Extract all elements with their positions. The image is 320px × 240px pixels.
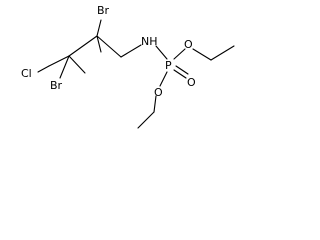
bond-p-o-right xyxy=(173,48,186,60)
atom-p: P xyxy=(165,59,172,72)
bond-ch2-c3 xyxy=(48,55,70,67)
bond-ch2-n xyxy=(120,44,142,58)
atom-cl: Cl xyxy=(21,67,32,80)
atom-o-double: O xyxy=(187,76,196,89)
atom-br-top: Br xyxy=(97,4,110,17)
bond-p-o-double-b xyxy=(175,65,189,75)
atom-nh: NH xyxy=(141,35,158,48)
bond-c3-methyl xyxy=(68,55,86,74)
bond-c3-br xyxy=(59,55,70,79)
bond-c2-ch2n xyxy=(96,35,122,58)
bond-c2-br xyxy=(96,19,102,37)
bond-p-o-left xyxy=(159,71,168,87)
bond-o-ethyl-left-1 xyxy=(153,95,157,113)
bond-p-o-double-a xyxy=(173,69,187,79)
chemical-structure: Cl Br Br NH P O O O xyxy=(21,4,235,129)
bond-cl-ch2 xyxy=(37,65,50,73)
bond-o-ethyl-left-2 xyxy=(137,111,155,129)
bond-c3-c2 xyxy=(68,35,98,57)
atom-o-ester-right: O xyxy=(184,38,193,51)
atom-o-ester-left: O xyxy=(154,86,163,99)
bond-o-ethyl-right-1 xyxy=(192,48,212,61)
atom-labels: Cl Br Br NH P O O O xyxy=(21,4,196,99)
bond-n-p xyxy=(155,45,168,60)
bonds xyxy=(37,19,235,129)
bond-o-ethyl-right-2 xyxy=(210,45,235,61)
atom-br-left: Br xyxy=(50,79,63,92)
bond-c2-methyl xyxy=(96,35,102,53)
